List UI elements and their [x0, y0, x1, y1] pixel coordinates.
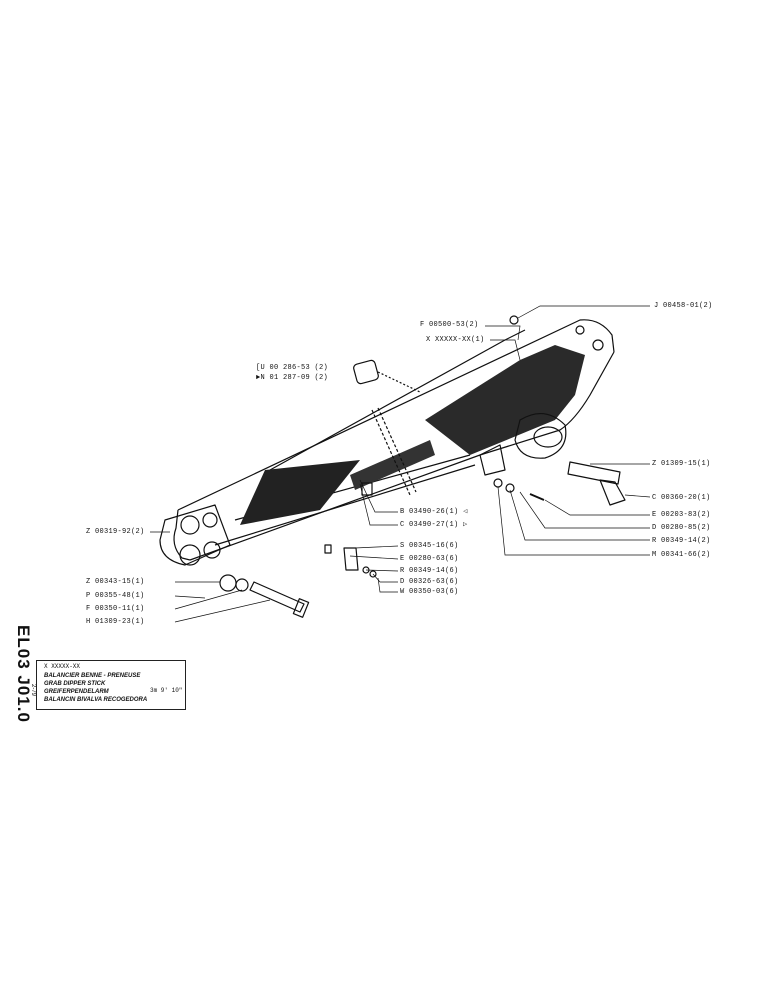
rear-bolt	[529, 493, 545, 501]
front-bore-upper-2	[202, 512, 218, 528]
part-label-F1: F 00500-53(2)	[420, 321, 479, 329]
part-label-S: S 00345-16(6)	[400, 542, 459, 550]
rear-washer	[493, 478, 503, 488]
title-line-fr: BALANCIER BENNE - PRENEUSE	[44, 673, 141, 679]
leader-F1	[485, 325, 521, 341]
clip-part	[343, 547, 359, 571]
title-block-size: 3m 9' 10"	[150, 687, 183, 694]
leader-W	[377, 577, 398, 593]
title-block-header: X XXXXX-XX	[44, 663, 81, 670]
leader-R2	[365, 569, 399, 572]
leader-M	[497, 486, 650, 556]
front-bore-lower-2	[203, 541, 221, 559]
title-block-date: 2-79	[30, 683, 36, 697]
part-label-E2: E 00280-63(6)	[400, 555, 459, 563]
rear-pin	[567, 461, 621, 485]
part-label-D1: D 00280-85(2)	[652, 524, 711, 532]
leader-B	[359, 479, 398, 513]
rear-nut	[505, 483, 515, 493]
leader-J	[517, 305, 650, 319]
title-line-es: BALANCIN BIVALVA RECOGEDORA	[44, 697, 148, 703]
break-line-1	[371, 409, 411, 496]
leader-H	[174, 599, 271, 623]
front-bore-lower	[179, 544, 201, 566]
leader-F2	[174, 589, 243, 610]
pin-head	[292, 598, 310, 618]
nut-part	[219, 574, 237, 592]
part-label-D2: D 00326-63(6)	[400, 578, 459, 586]
leader-E1	[544, 499, 650, 516]
small-washer	[369, 570, 377, 578]
leader-lines	[150, 305, 651, 623]
front-plate	[159, 504, 231, 566]
title-line-de: GREIFERPENDELARM	[44, 689, 109, 695]
grease-fitting	[509, 315, 519, 325]
shaded-panel-rear	[425, 345, 585, 455]
break-line-2	[377, 407, 417, 493]
bushing-leader	[377, 371, 421, 393]
leader-C2	[359, 483, 398, 526]
leader-D2	[372, 573, 398, 583]
drawing-reference: EL03 J01.0	[14, 625, 33, 723]
part-label-U: [U 00 286-53 (2)	[256, 364, 329, 372]
leader-S	[354, 545, 399, 549]
pin-part	[249, 581, 305, 613]
rear-pin-plate	[599, 479, 626, 506]
part-label-R2: R 00349-14(6)	[400, 567, 459, 575]
leader-P	[174, 595, 206, 599]
part-label-X: X XXXXX-XX(1)	[426, 336, 485, 344]
rear-lug	[479, 444, 506, 476]
part-label-E1: E 00203-83(2)	[652, 511, 711, 519]
part-label-C1: C 00360-20(1)	[652, 494, 711, 502]
part-label-N: ►N 01 287-09 (2)	[256, 374, 329, 382]
leader-D1	[519, 491, 650, 529]
rear-pin-hole	[592, 339, 604, 351]
title-line-en: GRAB DIPPER STICK	[44, 681, 106, 687]
boom-side-edge	[173, 509, 191, 561]
part-label-Z1: Z 01309-15(1)	[652, 460, 711, 468]
part-label-F2: F 00350-11(1)	[86, 605, 145, 613]
leader-R1	[509, 489, 650, 541]
part-label-R1: R 00349-14(2)	[652, 537, 711, 545]
part-label-Z2: Z 00319-92(2)	[86, 528, 145, 536]
part-label-M: M 00341-66(2)	[652, 551, 711, 559]
part-label-J: J 00458-01(2)	[654, 302, 713, 310]
bushing-part	[353, 359, 379, 385]
leader-C1	[624, 494, 651, 498]
washer-part	[235, 578, 249, 592]
boom-top-edge	[177, 319, 615, 511]
leader-E2	[349, 555, 399, 560]
boom-flange-line	[214, 464, 476, 546]
leader-X	[490, 339, 521, 361]
title-block	[36, 660, 186, 710]
rear-pin-hole-2	[575, 325, 585, 335]
part-label-H: H 01309-23(1)	[86, 618, 145, 626]
part-label-W: W 00350-03(6)	[400, 588, 459, 596]
boom-bottom-edge	[189, 351, 615, 561]
part-label-C2: C 03490-27(1) ▷	[400, 521, 468, 529]
front-bore-upper	[180, 515, 200, 535]
part-label-B: B 03490-26(1) ◁	[400, 508, 468, 516]
rear-boss-bore	[533, 426, 563, 448]
rear-boss	[514, 413, 567, 459]
part-label-P: P 00355-48(1)	[86, 592, 145, 600]
shaded-strip	[350, 440, 435, 490]
shaded-panel-front	[240, 460, 360, 525]
part-label-Z3: Z 00343-15(1)	[86, 578, 145, 586]
block-part	[324, 544, 332, 554]
